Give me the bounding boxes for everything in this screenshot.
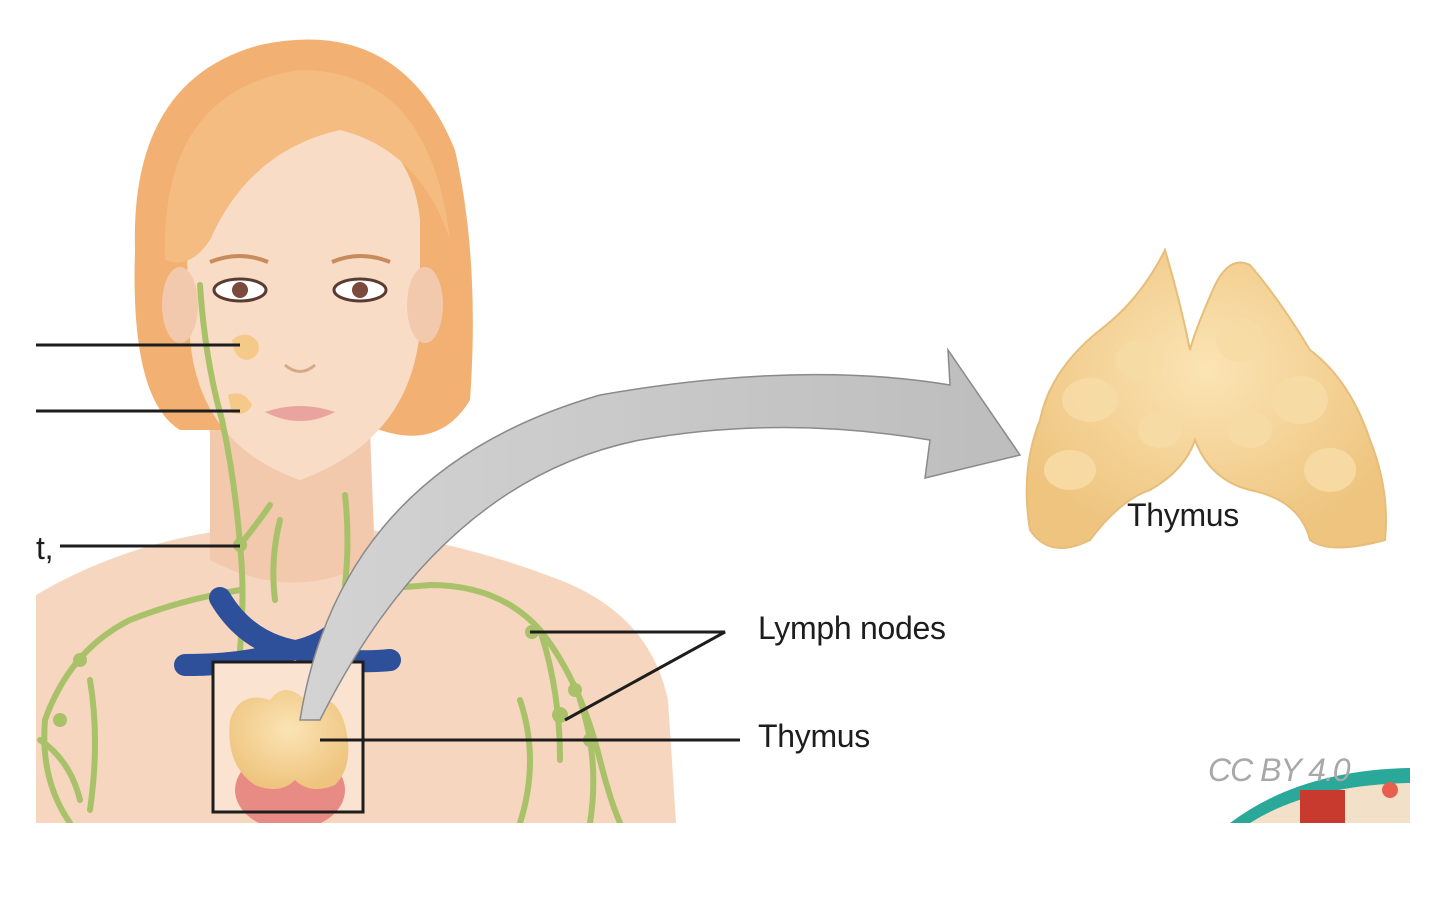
corner-decoration	[1230, 768, 1410, 823]
license-text: CC BY 4.0	[1208, 752, 1351, 788]
leader-lines	[36, 343, 740, 742]
label-thymus-zoomed: Thymus	[1127, 497, 1239, 533]
human-figure	[36, 39, 676, 823]
label-lymph-nodes: Lymph nodes	[758, 610, 946, 646]
lymph-vessels	[37, 282, 623, 823]
neck	[210, 430, 375, 583]
face	[185, 110, 420, 480]
hair-front	[164, 70, 451, 263]
leader-lymph-nodes	[530, 630, 726, 722]
thymus-zoomed	[1025, 247, 1387, 549]
label-thymus: Thymus	[758, 718, 870, 754]
mouth	[265, 406, 335, 421]
ear-left	[162, 267, 198, 343]
thymus-inset-box	[211, 660, 365, 814]
ear-right	[407, 267, 443, 343]
zoom-arrow	[299, 347, 1022, 721]
label-cut-fragment: t,	[36, 530, 54, 566]
